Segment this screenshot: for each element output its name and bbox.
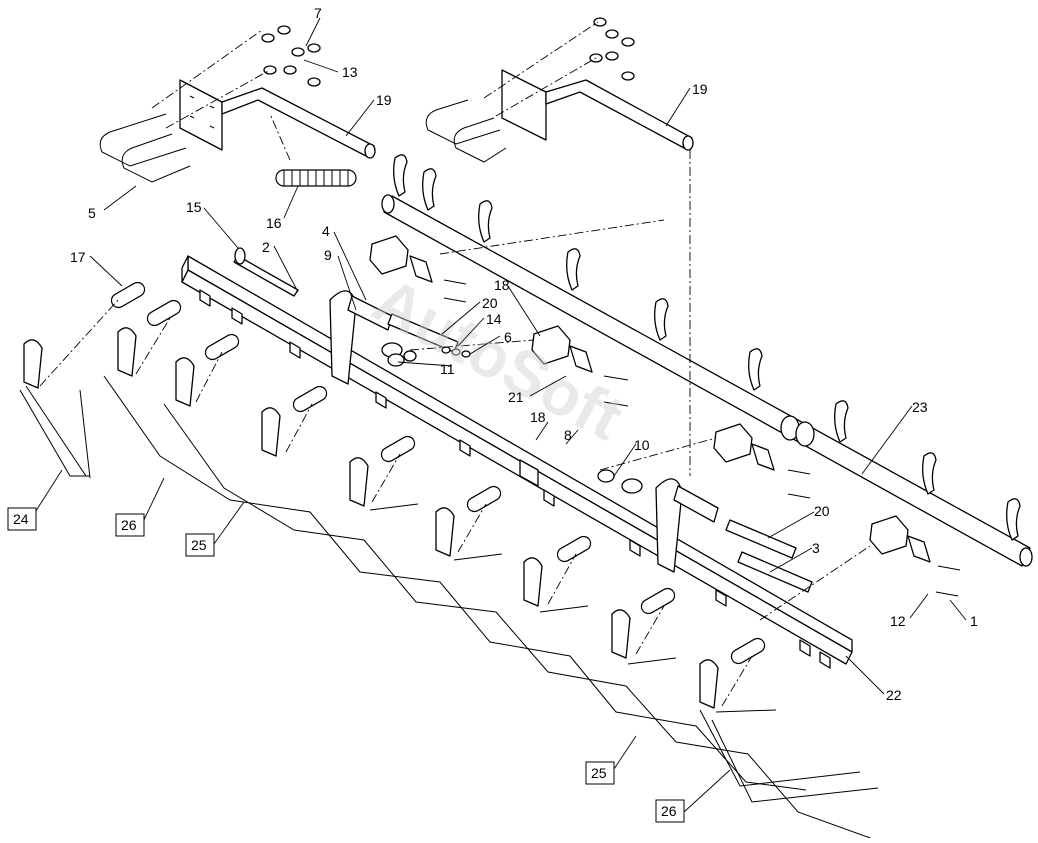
callout-13: 13 (342, 64, 358, 80)
springs-17 (110, 281, 766, 665)
callout-20-top: 20 (482, 295, 498, 311)
callout-11: 11 (440, 361, 455, 377)
adjust-plates (329, 290, 719, 573)
callout-12: 12 (890, 613, 906, 629)
clamps-18-21 (369, 235, 961, 597)
tube-frame-23 (381, 154, 1033, 567)
callout-17: 17 (70, 249, 86, 265)
callout-14: 14 (486, 311, 502, 327)
boxed-callout-25-right: 25 (591, 765, 607, 781)
callout-9: 9 (324, 247, 332, 263)
boxed-callout-24: 24 (13, 511, 29, 527)
callout-15: 15 (186, 199, 202, 215)
callout-2: 2 (262, 239, 270, 255)
callout-7: 7 (314, 5, 322, 21)
callout-5: 5 (88, 205, 96, 221)
bracket-19-right (501, 69, 694, 151)
assembly-lines (39, 21, 871, 707)
callout-16: 16 (266, 215, 282, 231)
callout-19-left: 19 (376, 92, 392, 108)
pin-15 (233, 247, 299, 297)
callout-1: 1 (970, 613, 978, 629)
boxed-callout-26-left: 26 (121, 517, 137, 533)
callout-8: 8 (564, 427, 572, 443)
callout-19-right: 19 (692, 81, 708, 97)
leader-lines (33, 17, 967, 813)
callout-18-top: 18 (494, 277, 510, 293)
callout-6: 6 (504, 329, 512, 345)
nuts-7-13 (261, 17, 635, 87)
boxed-callout-26-right: 26 (661, 803, 677, 819)
callout-18-mid: 18 (530, 409, 546, 425)
spring-16 (275, 169, 357, 187)
callout-3: 3 (812, 540, 820, 556)
callout-4: 4 (322, 223, 330, 239)
boxed-callout-25-left: 25 (191, 537, 207, 553)
tines-24-25-26 (19, 327, 886, 843)
callout-20-bottom: 20 (814, 503, 830, 519)
callout-23: 23 (912, 399, 928, 415)
beam-22 (181, 255, 853, 669)
rings (387, 346, 643, 494)
callout-labels: 7 13 19 19 5 16 15 2 4 9 17 18 20 14 6 1… (70, 5, 978, 703)
boxed-callouts: 24 26 25 25 26 (7, 507, 685, 823)
u-bolt-5 (99, 99, 507, 183)
callout-21: 21 (508, 389, 524, 405)
callout-22: 22 (886, 687, 902, 703)
bracket-19-left (179, 79, 376, 159)
callout-10: 10 (634, 437, 650, 453)
